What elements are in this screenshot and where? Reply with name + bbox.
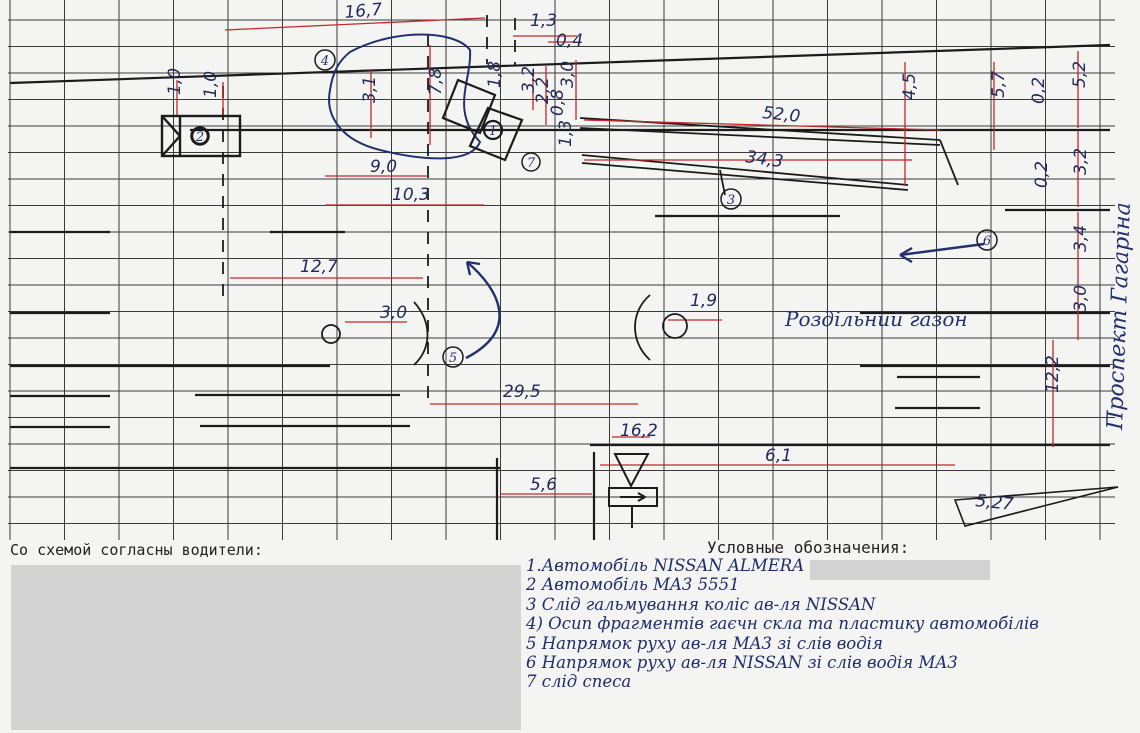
svg-text:3: 3 [727, 193, 735, 208]
measurement-label: 10,3 [392, 185, 430, 205]
measurement-label: 34,3 [744, 147, 784, 172]
markers: 1 2 3 4 5 6 7 [190, 49, 998, 368]
measurement-label: 0,8 [548, 89, 568, 116]
marker-7: 7 [521, 152, 541, 172]
svg-text:4: 4 [320, 54, 329, 69]
legend-item: 5 Напрямок руху ав-ля MA3 зі слів водія [526, 633, 883, 653]
measurement-label: 3,1 [360, 76, 380, 103]
marker-3: 3 [720, 188, 742, 210]
legend-item: 4) Осип фрагментів гаєчн скла та пластик… [526, 614, 1039, 634]
legend-list: 1.Автомобіль NISSAN ALMERA 2 Автомобіль … [526, 556, 1136, 692]
legend-item: 6 Напрямок руху ав-ля NISSAN зі слів вод… [526, 653, 958, 673]
measurement-label: 52,0 [761, 103, 801, 127]
svg-text:5: 5 [449, 351, 457, 366]
measurement-label: 1,0 [165, 68, 185, 95]
measurement-label: 6,1 [765, 446, 792, 466]
svg-text:1: 1 [489, 124, 497, 139]
measurement-label: 1,0 [201, 71, 221, 98]
measurement-label: 1,3 [530, 11, 557, 31]
street-label: Роздільний газон [784, 307, 968, 331]
measurement-label: 5,7 [989, 71, 1009, 98]
traffic-signs [608, 453, 658, 528]
measurement-label: 2,2 [533, 77, 553, 104]
measurement-label: 29,5 [503, 382, 541, 402]
svg-text:7: 7 [527, 156, 536, 171]
measurement-label: 7,8 [426, 68, 446, 95]
measurement-label: 3,4 [1071, 225, 1091, 252]
measurement-label: 1,8 [485, 61, 505, 88]
measurement-label: 3,2 [519, 66, 539, 93]
marker-6: 6 [976, 229, 998, 251]
dimension-lines [176, 17, 1079, 495]
debris-area [328, 33, 482, 160]
measurement-label: 16,2 [620, 421, 658, 441]
measurement-label: 12,2 [1043, 355, 1063, 393]
svg-text:2: 2 [195, 130, 204, 145]
measurement-label: 1,3 [556, 120, 576, 147]
measurement-label: 3,2 [1071, 148, 1091, 175]
measurement-label: 0,2 [1032, 161, 1052, 188]
measurement-label: 3,0 [380, 303, 407, 323]
direction-arrows [465, 242, 985, 360]
legend-item: 1.Автомобіль NISSAN ALMERA [526, 556, 805, 575]
vehicle-maz [160, 114, 242, 158]
measurement-label: 3,0 [558, 61, 578, 88]
marker-5: 5 [442, 346, 464, 368]
curb-arcs [321, 294, 688, 366]
road-lines [9, 43, 1119, 540]
vehicle-nissan [441, 78, 524, 162]
legend-item: 3 Слід гальмування коліс ав-ля NISSAN [526, 594, 876, 614]
marker-1: 1 [483, 120, 503, 140]
measurement-label: 5,2 [1070, 61, 1090, 88]
side-label: Проспект Гагаріна [1103, 202, 1136, 431]
measurement-label: 12,7 [300, 257, 338, 277]
legend-item: 2 Автомобіль MA3 5551 [526, 575, 740, 595]
redacted-signatures [11, 565, 521, 730]
marker-2: 2 [190, 126, 210, 146]
legend-item: 7 слід спеса [526, 672, 632, 692]
measurement-label: 0,2 [1029, 77, 1049, 104]
legend-title: Условные обозначения: [707, 538, 910, 557]
boundary-dashed [222, 15, 516, 402]
measurement-label: 5,6 [530, 475, 557, 495]
measurement-label: 0,4 [556, 31, 583, 51]
marker-4: 4 [314, 49, 336, 71]
agreement-label: Со схемой согласны водители: [10, 541, 263, 559]
measurement-label: 9,0 [370, 157, 397, 177]
svg-text:6: 6 [983, 234, 991, 249]
measurement-label: 4,5 [900, 73, 920, 100]
measurement-label: 16,7 [344, 0, 384, 23]
redacted-owner [810, 560, 990, 580]
measurement-label: 5,27 [974, 491, 1014, 515]
measurement-label: 1,9 [690, 291, 717, 311]
measurement-label: 3,0 [1071, 285, 1091, 312]
